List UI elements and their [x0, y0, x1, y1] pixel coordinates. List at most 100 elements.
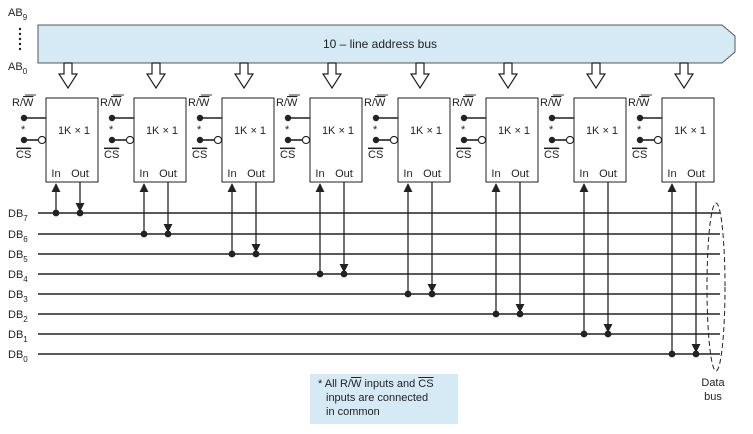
out-label: Out: [423, 168, 441, 180]
in-junction: [140, 230, 148, 238]
in-junction: [492, 310, 500, 318]
cs-bubble: [653, 135, 663, 145]
cs-label: CS: [544, 149, 559, 161]
in-label: In: [491, 168, 500, 180]
rw-label: R/W: [452, 97, 474, 109]
memory-chip-4: 1K × 1 R/W * CS In Out: [276, 62, 363, 278]
out-label: Out: [159, 168, 177, 180]
chip-label: 1K × 1: [146, 125, 178, 137]
address-arrow-2: [145, 62, 167, 90]
footnote-box: * All R/W inputs and CS inputs are conne…: [310, 374, 458, 424]
db-label-1: DB1: [8, 329, 28, 344]
chip-label: 1K × 1: [674, 125, 706, 137]
rw-label: R/W: [364, 97, 386, 109]
cs-bubble: [389, 135, 399, 145]
address-arrow-7: [585, 62, 607, 90]
cs-label: CS: [104, 149, 119, 161]
common-star: *: [549, 124, 554, 136]
address-bus-label: 10 – line address bus: [323, 37, 437, 51]
common-star: *: [373, 124, 378, 136]
db-label-4: DB4: [8, 269, 28, 284]
db-label-6: DB6: [8, 229, 28, 244]
out-label: Out: [511, 168, 529, 180]
data-lines: [38, 212, 720, 355]
chip-body: [661, 97, 715, 183]
in-junction: [228, 250, 236, 258]
common-star: *: [285, 124, 290, 136]
chip-body: [221, 97, 275, 183]
common-star: *: [461, 124, 466, 136]
memory-chip-6: 1K × 1 R/W * CS In Out: [452, 62, 539, 318]
address-bus: 10 – line address bus: [37, 24, 736, 64]
cs-bubble: [213, 135, 223, 145]
footnote-line-1: * All R/W inputs and CS: [318, 378, 434, 390]
address-arrow-6: [497, 62, 519, 90]
rw-label: R/W: [12, 97, 34, 109]
cs-bubble: [301, 135, 311, 145]
out-junction: [516, 310, 524, 318]
chip-label: 1K × 1: [234, 125, 266, 137]
address-arrow-8: [673, 62, 695, 90]
chip-body: [485, 97, 539, 183]
chip-body: [133, 97, 187, 183]
chip-label: 1K × 1: [498, 125, 530, 137]
chip-label: 1K × 1: [58, 125, 90, 137]
cs-label: CS: [16, 149, 31, 161]
cs-label: CS: [192, 149, 207, 161]
db-label-0: DB0: [8, 349, 28, 364]
cs-bubble: [37, 135, 47, 145]
out-junction: [76, 209, 84, 217]
address-line-labels: AB9 AB0: [8, 7, 28, 76]
in-label: In: [403, 168, 412, 180]
chip-label: 1K × 1: [586, 125, 618, 137]
cs-label: CS: [456, 149, 471, 161]
out-label: Out: [247, 168, 265, 180]
out-junction: [164, 230, 172, 238]
common-star: *: [21, 124, 26, 136]
chip-label: 1K × 1: [322, 125, 354, 137]
address-arrow-1: [57, 62, 79, 90]
data-bus-label: Data bus: [701, 377, 725, 403]
common-star: *: [197, 124, 202, 136]
out-label: Out: [335, 168, 353, 180]
rw-label: R/W: [628, 97, 650, 109]
chip-body: [573, 97, 627, 183]
out-junction: [252, 250, 260, 258]
cs-label: CS: [280, 149, 295, 161]
cs-bubble: [565, 135, 575, 145]
in-label: In: [667, 168, 676, 180]
rw-label: R/W: [188, 97, 210, 109]
data-bus-ellipse: [706, 202, 726, 372]
db-label-5: DB5: [8, 249, 28, 264]
chip-label: 1K × 1: [410, 125, 442, 137]
in-junction: [668, 350, 676, 358]
footnote-line-3: in common: [326, 406, 380, 418]
cs-label: CS: [368, 149, 383, 161]
address-arrow-4: [321, 62, 343, 90]
out-junction: [340, 270, 348, 278]
in-label: In: [315, 168, 324, 180]
ab9-label: AB9: [8, 7, 28, 22]
in-junction: [52, 209, 60, 217]
out-label: Out: [71, 168, 89, 180]
memory-chip-3: 1K × 1 R/W * CS In Out: [188, 62, 275, 258]
out-junction: [604, 330, 612, 338]
rw-label: R/W: [276, 97, 298, 109]
footnote-line-2: inputs are connected: [326, 392, 429, 404]
rw-label: R/W: [540, 97, 562, 109]
cs-bubble: [125, 135, 135, 145]
in-label: In: [51, 168, 60, 180]
out-junction: [692, 350, 700, 358]
out-label: Out: [599, 168, 617, 180]
cs-label: CS: [632, 149, 647, 161]
common-star: *: [109, 124, 114, 136]
in-label: In: [579, 168, 588, 180]
memory-chip-7: 1K × 1 R/W * CS In Out: [540, 62, 627, 338]
in-label: In: [227, 168, 236, 180]
in-junction: [580, 330, 588, 338]
db-label-3: DB3: [8, 289, 28, 304]
memory-chip-1: 1K × 1 R/W * CS In Out: [12, 62, 99, 217]
in-label: In: [139, 168, 148, 180]
